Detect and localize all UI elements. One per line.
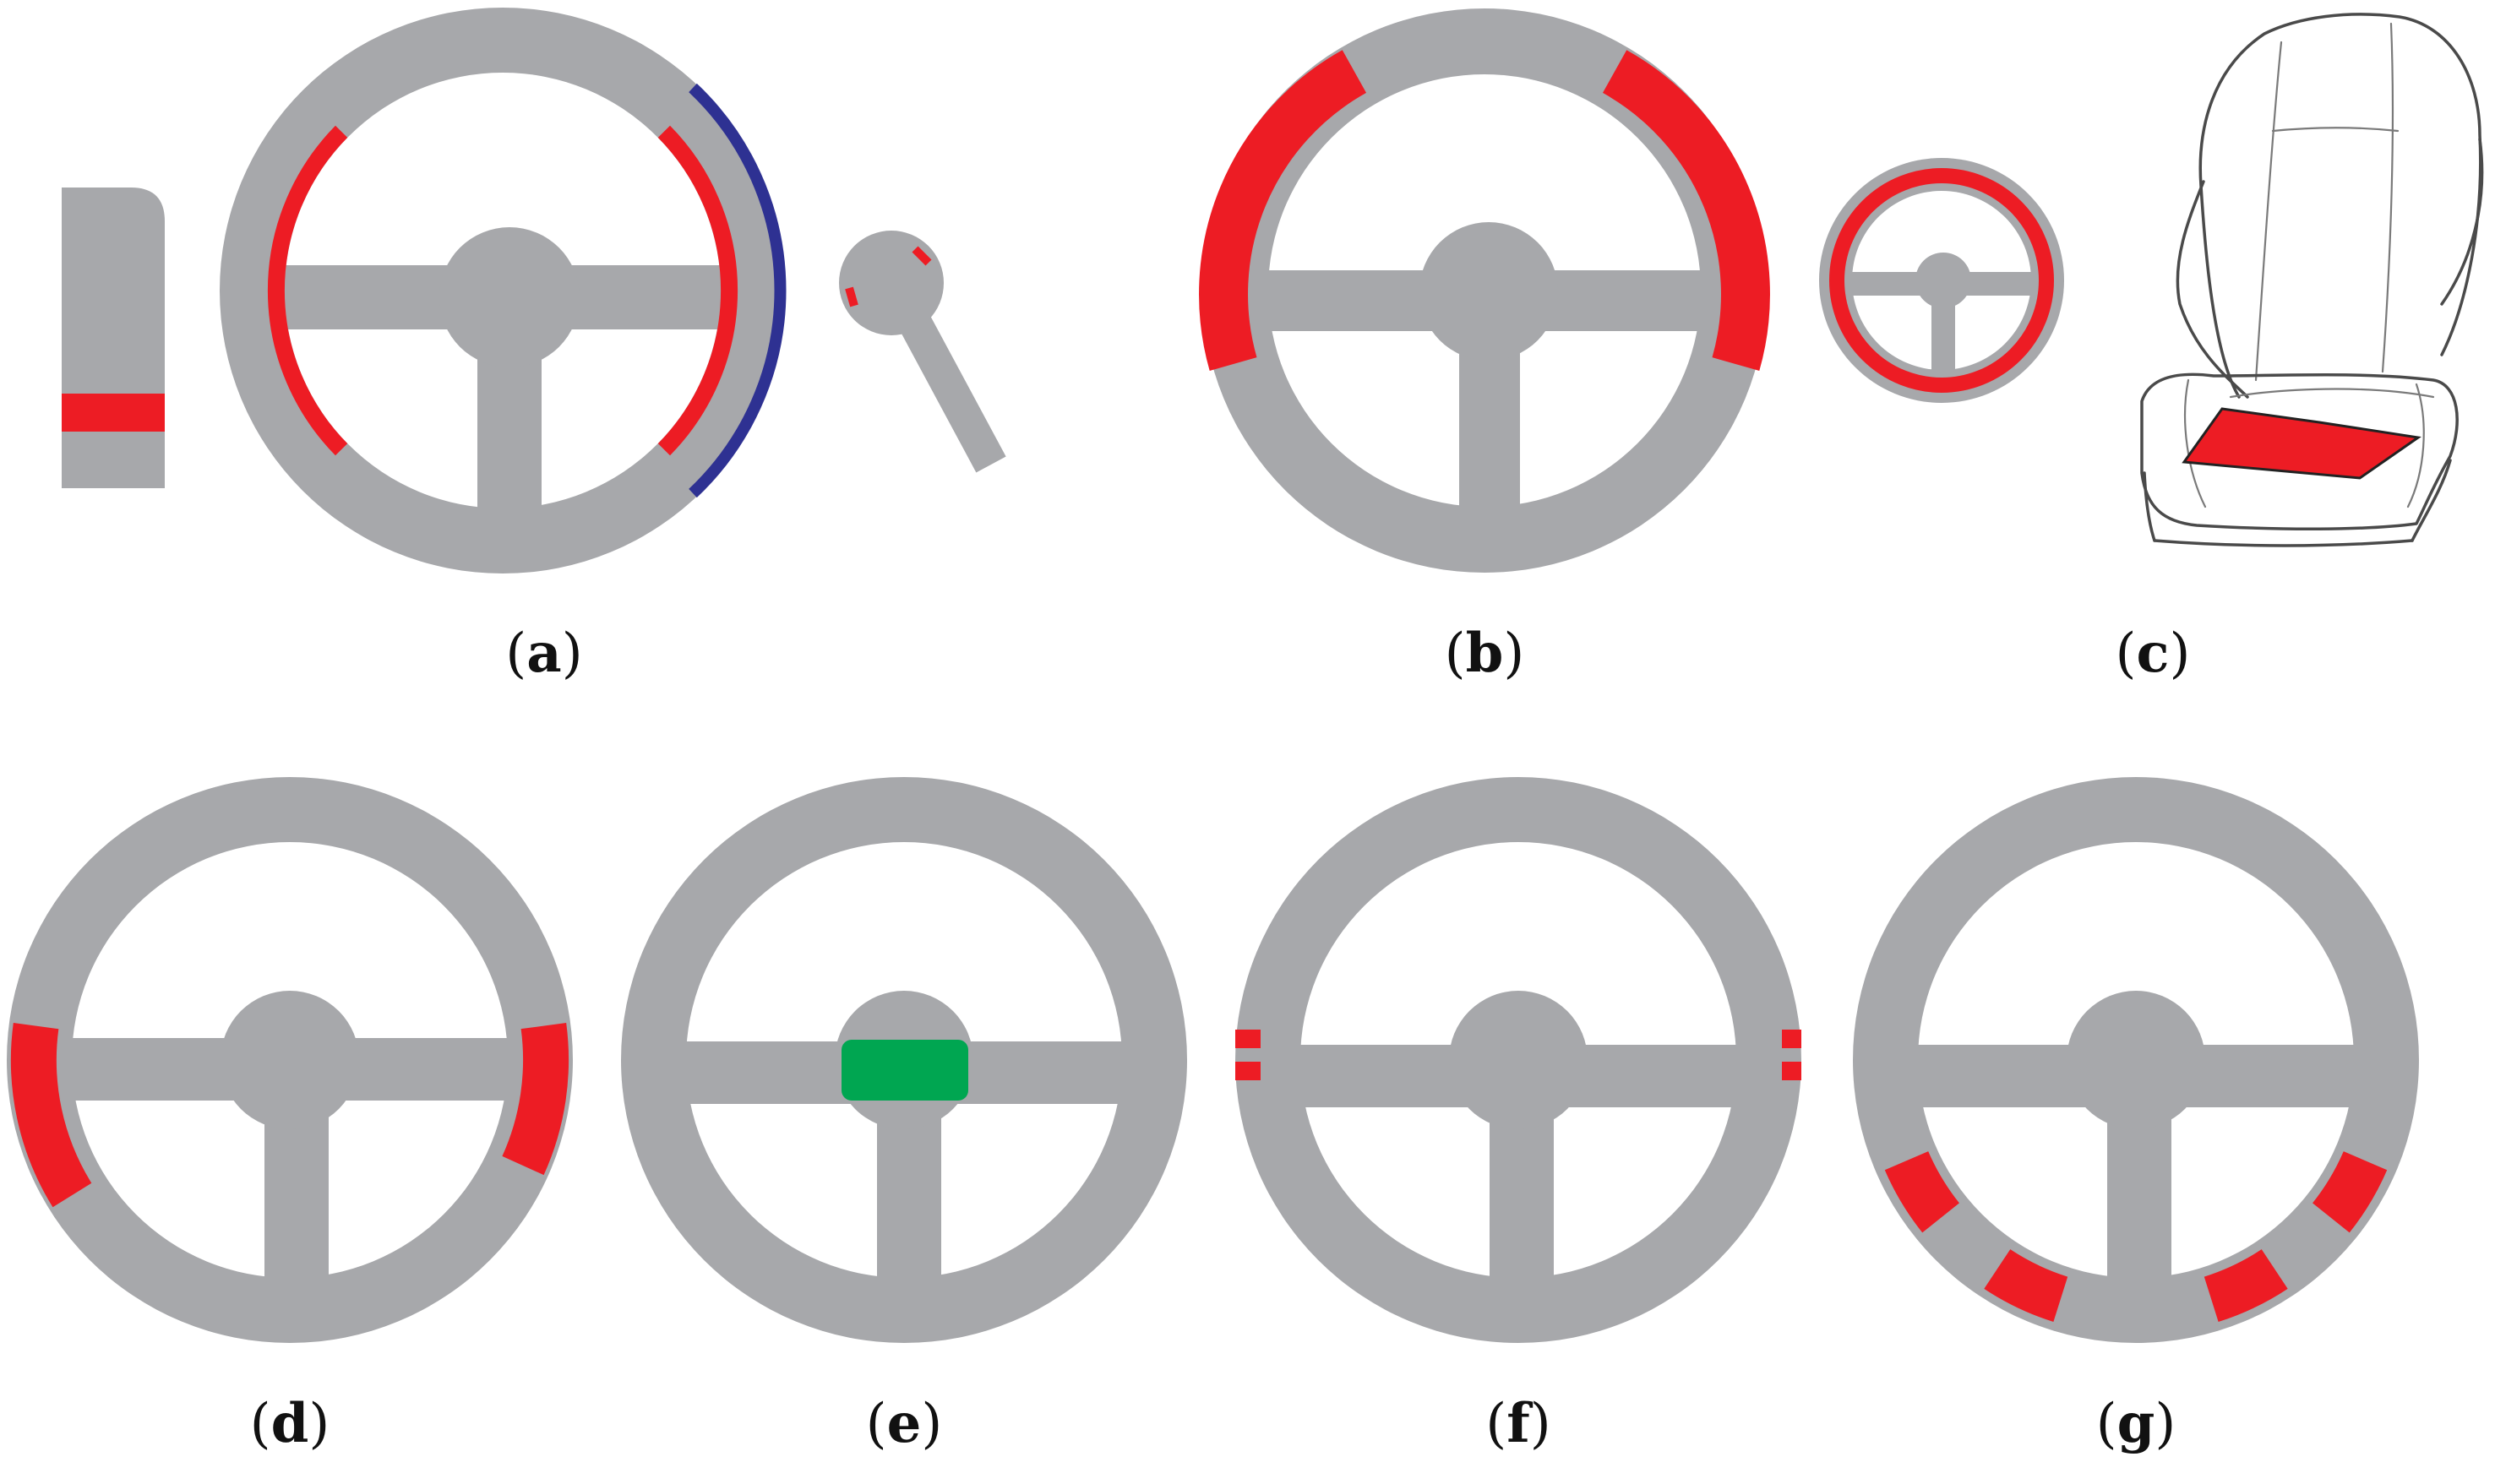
rim-sensor-g4: [2312, 1150, 2388, 1233]
caption-d: (d): [250, 1392, 330, 1455]
caption-f: (f): [1485, 1392, 1550, 1455]
rim-sensor-left: [10, 1022, 92, 1208]
rim-sensor-left-lower: [1235, 1062, 1261, 1080]
rim-sensor-left-upper: [1235, 1030, 1261, 1048]
rim-sensor-right: [502, 1023, 569, 1176]
wheel-hub: [221, 991, 359, 1129]
gear-lever-icon: [62, 188, 165, 488]
car-seat-icon: [2140, 13, 2484, 547]
lever-sensor-band: [62, 394, 165, 432]
wheel-hub: [1419, 222, 1558, 361]
steering-wheel-a: [220, 8, 787, 573]
panel-g: (g): [1853, 777, 2419, 1455]
caption-g: (g): [2096, 1392, 2176, 1455]
rim-grip-sensor-right: [1602, 50, 1770, 372]
seat-pressure-sensor: [2182, 407, 2421, 480]
stalk-sensor-left: [845, 286, 858, 307]
steering-wheel-small: [1819, 158, 2064, 403]
rim-sensor-left: [267, 125, 348, 456]
rim-sensor-g1: [1884, 1150, 1960, 1233]
rim-sensor-right-lower: [1782, 1062, 1801, 1080]
caption-b: (b): [1445, 622, 1525, 685]
caption-a: (a): [505, 622, 582, 685]
stalk-icon: [839, 231, 1006, 473]
panel-c: (c): [2116, 13, 2484, 685]
steering-wheel-f: [1235, 777, 1801, 1343]
caption-e: (e): [866, 1392, 943, 1455]
panel-f: (f): [1235, 777, 1801, 1455]
wheel-hub: [1449, 991, 1588, 1129]
stalk-sensor-top: [912, 246, 932, 266]
panel-b: (b): [1199, 8, 2064, 685]
steering-wheel-d: [7, 777, 573, 1343]
rim-sensor-right-upper: [1782, 1030, 1801, 1048]
steering-wheel-b: [1199, 8, 1770, 573]
rim-sensor-g2: [1984, 1248, 2068, 1323]
rim-full-sensor: [1829, 168, 2054, 393]
rim-sensor-blue-arc: [689, 83, 787, 498]
caption-c: (c): [2116, 622, 2191, 685]
wheel-hub: [439, 227, 580, 367]
wheel-hub: [2067, 991, 2205, 1129]
panel-e: (e): [621, 777, 1187, 1455]
panel-a: (a): [62, 8, 1006, 685]
rim-sensor-right: [657, 125, 738, 456]
panel-d: (d): [7, 777, 573, 1455]
rim-grip-sensor-left: [1199, 50, 1367, 372]
steering-wheel-g: [1853, 777, 2419, 1343]
steering-wheel-e: [621, 777, 1187, 1343]
hub-sensor-green: [842, 1040, 968, 1101]
rim-sensor-g3: [2204, 1248, 2288, 1323]
